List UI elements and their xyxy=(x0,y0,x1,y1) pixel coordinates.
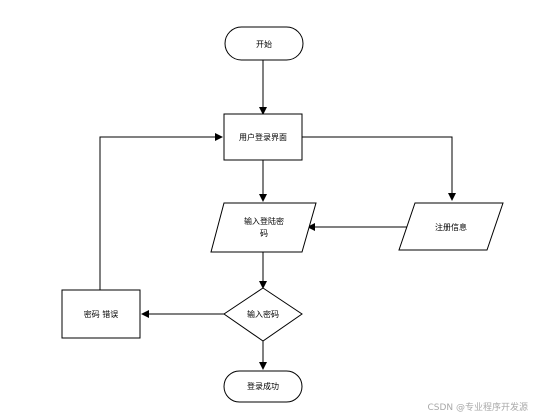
input-credentials-label-line2: 码 xyxy=(260,229,268,238)
login-page-node: 用户登录界面 xyxy=(223,113,303,161)
login-success-node: 登录成功 xyxy=(223,370,303,403)
start-label: 开始 xyxy=(256,39,272,49)
login-success-label: 登录成功 xyxy=(247,381,279,391)
watermark-text: CSDN @专业程序开发源 xyxy=(427,403,528,413)
login-success-terminator-shape xyxy=(223,370,303,403)
input-credentials-node: 输入登陆密 码 xyxy=(210,202,317,253)
password-error-node: 密码 错误 xyxy=(61,289,141,339)
arrow-password-error-to-login-page xyxy=(99,133,223,290)
login-page-label: 用户登录界面 xyxy=(239,132,287,142)
check-password-label: 输入密码 xyxy=(247,309,279,319)
start-terminator-shape xyxy=(224,26,304,61)
password-error-process-shape xyxy=(61,289,141,339)
connectors xyxy=(99,60,456,370)
password-error-label: 密码 错误 xyxy=(84,309,119,319)
input-credentials-io-shape xyxy=(210,202,317,253)
check-password-decision-shape xyxy=(223,287,303,342)
register-info-node: 注册信息 xyxy=(398,202,504,251)
register-info-io-shape xyxy=(398,202,504,251)
start-node: 开始 xyxy=(224,26,304,61)
register-info-label: 注册信息 xyxy=(435,222,467,232)
arrow-login-page-to-register-info xyxy=(302,136,456,201)
check-password-node: 输入密码 xyxy=(223,287,303,342)
login-page-process-shape xyxy=(223,113,303,161)
input-credentials-label-line1: 输入登陆密 xyxy=(244,216,284,226)
